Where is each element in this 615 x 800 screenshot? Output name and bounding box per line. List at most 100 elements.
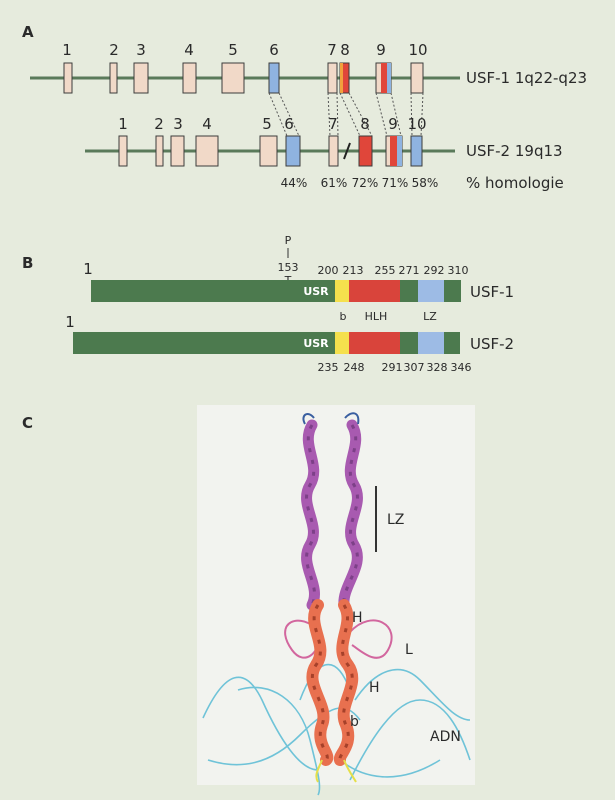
helix-bottom-label: H	[369, 680, 380, 696]
usf2-exon-2	[155, 135, 164, 167]
helix-right-terminus	[344, 412, 360, 425]
usf2-hlh-domain	[349, 332, 400, 354]
usf1-exon-number: 2	[109, 41, 119, 59]
panel-label-b: B	[22, 254, 33, 272]
basic-tail-left	[315, 759, 323, 783]
usf1-protein-body	[91, 280, 335, 302]
usf1-exon-7	[327, 62, 338, 94]
usf2-exon-number: 7	[328, 115, 338, 133]
usf2-position: 346	[451, 361, 472, 374]
usf2-protein-body	[73, 332, 335, 354]
usf2-exon-number: 3	[173, 115, 183, 133]
usf1-exon-8	[339, 62, 350, 94]
lz-label: LZ	[387, 512, 404, 528]
lz-domain-label: LZ	[423, 310, 437, 323]
usf1-hlh-domain	[349, 280, 400, 302]
homology-value: 72%	[352, 176, 379, 190]
basic-domain-label: b	[340, 310, 347, 323]
usf2-exon-6	[285, 135, 301, 167]
usf2-linker	[400, 332, 418, 354]
basic-tail-right	[343, 759, 357, 783]
usf1-protein-label: USF-1	[470, 283, 514, 301]
usf2-protein-label: USF-2	[470, 335, 514, 353]
dna-double-helix	[202, 663, 471, 796]
usf1-start-position: 1	[83, 260, 93, 278]
usf1-lz-domain	[418, 280, 444, 302]
usf2-position: 291	[382, 361, 403, 374]
usf2-c-terminus	[444, 332, 460, 354]
usf1-position: 255	[375, 264, 396, 277]
usf2-gene-label: USF-2 19q13	[466, 142, 563, 160]
homology-value: 71%	[382, 176, 409, 190]
usf2-exon-number: 8	[360, 115, 370, 133]
usf2-exon-7	[328, 135, 339, 167]
dna-label: ADN	[430, 729, 461, 745]
structure-background	[197, 405, 475, 785]
homology-value: 61%	[321, 176, 348, 190]
panel-label-c: C	[22, 414, 33, 432]
usf2-position: 307	[404, 361, 425, 374]
usf1-exon-number: 3	[136, 41, 146, 59]
homology-connectors	[268, 92, 424, 137]
homology-label: % homologie	[466, 174, 564, 192]
usf1-exon-2	[109, 62, 118, 94]
loop-right	[349, 619, 393, 659]
usf1-exon-number: 1	[62, 41, 72, 59]
usf2-usr-label: USR	[303, 337, 329, 350]
usf1-gene-label: USF-1 1q22-q23	[466, 69, 587, 87]
protein-helix-right	[338, 419, 363, 611]
usf2-exon-number: 10	[407, 115, 426, 133]
phospho-position: 153	[278, 261, 299, 274]
usf1-exon-number: 9	[376, 41, 386, 59]
usf2-position: 248	[344, 361, 365, 374]
usf1-exon-3	[133, 62, 149, 94]
helix-top-label: H	[352, 610, 363, 626]
usf1-exon-5	[221, 62, 245, 94]
usf1-exon-number: 8	[340, 41, 350, 59]
hlh-domain-label: HLH	[365, 310, 388, 323]
usf2-basic-domain	[335, 332, 349, 354]
phospho-letter: P	[285, 234, 292, 247]
usf2-exon-3	[170, 135, 185, 167]
usf2-start-position: 1	[65, 313, 75, 331]
usf1-usr-label: USR	[303, 285, 329, 298]
usf1-exon-number: 10	[408, 41, 427, 59]
usf1-exon-1	[63, 62, 73, 94]
usf1-position: 310	[448, 264, 469, 277]
usf2-exon-4	[195, 135, 219, 167]
usf2-exon-10	[410, 135, 423, 167]
usf1-exon-number: 5	[228, 41, 238, 59]
panel-label-a: A	[22, 23, 34, 41]
usf1-exon-6	[268, 62, 280, 94]
usf1-position: 271	[399, 264, 420, 277]
usf2-position: 235	[318, 361, 339, 374]
protein-helix-left	[301, 419, 320, 611]
protein-helix-bhlh	[306, 599, 359, 766]
usf1-exon-number: 7	[327, 41, 337, 59]
usf2-exon-1	[118, 135, 128, 167]
usf2-exon-9	[385, 135, 403, 167]
usf1-c-terminus	[444, 280, 461, 302]
usf2-exon-number: 1	[118, 115, 128, 133]
usf2-exon-number: 9	[388, 115, 398, 133]
usf2-exon-number: 5	[262, 115, 272, 133]
usf1-position: 213	[343, 264, 364, 277]
usf2-exon-number: 4	[202, 115, 212, 133]
usf2-exon-number: 6	[284, 115, 294, 133]
usf1-position: 292	[424, 264, 445, 277]
usf1-exon-10	[410, 62, 424, 94]
helix-left-terminus	[302, 413, 315, 425]
usf1-exon-number: 4	[184, 41, 194, 59]
basic-label: b	[350, 714, 359, 730]
usf1-exon-number: 6	[269, 41, 279, 59]
usf2-lz-domain	[418, 332, 444, 354]
homology-value: 44%	[281, 176, 308, 190]
usf2-exon-number: 2	[154, 115, 164, 133]
usf2-intron-break	[343, 142, 351, 160]
usf2-exon-5	[259, 135, 278, 167]
usf1-linker	[400, 280, 418, 302]
usf1-basic-domain	[335, 280, 349, 302]
usf1-position: 200	[318, 264, 339, 277]
loop-label: L	[405, 642, 413, 658]
